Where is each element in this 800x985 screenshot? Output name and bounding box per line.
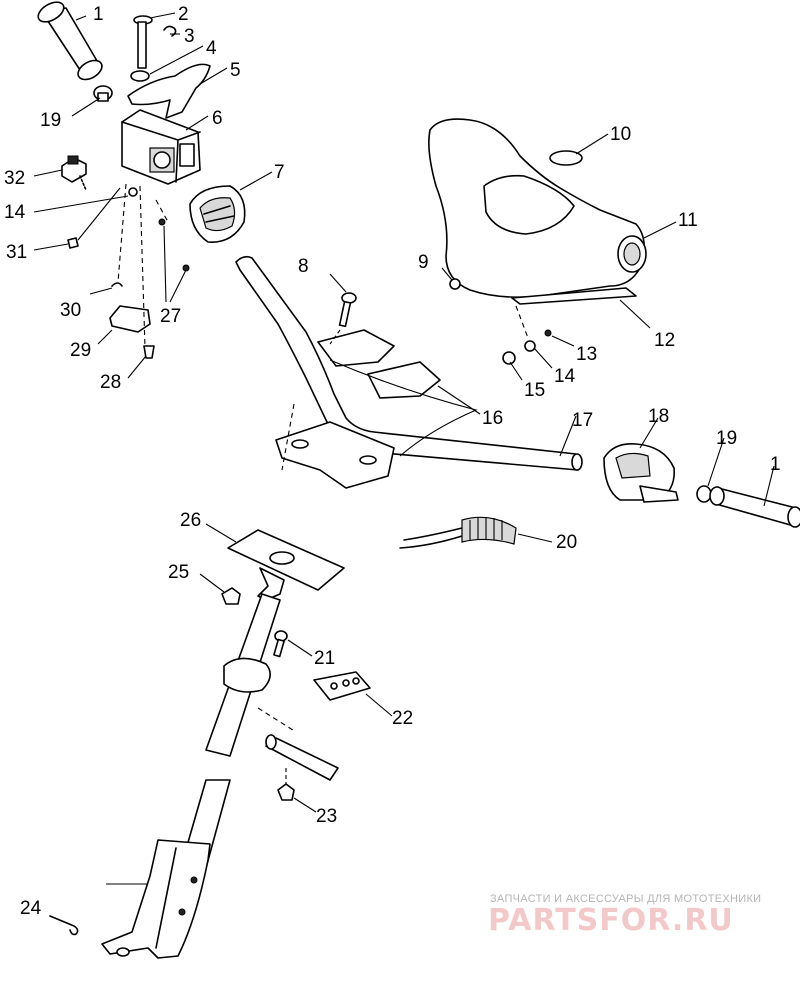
heater-element	[399, 516, 517, 549]
callout-19-right: 19	[716, 428, 737, 449]
end-cap-left	[93, 85, 113, 102]
callout-27: 27	[160, 306, 181, 327]
pivot-pin	[133, 15, 153, 69]
clip	[163, 25, 177, 37]
callout-14-left: 14	[4, 202, 26, 223]
callout-22: 22	[392, 708, 413, 729]
callout-19-left: 19	[40, 110, 61, 131]
callout-32: 32	[4, 168, 25, 189]
column-bolt	[273, 630, 288, 658]
callout-29: 29	[70, 340, 91, 361]
washer	[130, 70, 150, 82]
callout-17: 17	[572, 410, 593, 431]
callout-2: 2	[178, 4, 189, 25]
callout-31: 31	[6, 242, 27, 263]
callout-16: 16	[482, 408, 503, 429]
steering-post	[101, 529, 345, 959]
handlebar-pad	[428, 118, 647, 298]
cotter-pin	[49, 915, 79, 936]
clamp-bolt	[329, 292, 357, 345]
grip-right	[709, 486, 800, 528]
assembly-lines-left	[77, 183, 169, 349]
watermark-brand: PARTSFOR.RU	[488, 903, 734, 938]
callout-1-right: 1	[770, 454, 781, 475]
callout-30: 30	[60, 300, 81, 321]
throttle-lever	[127, 63, 211, 119]
callout-7: 7	[274, 162, 285, 183]
callout-15: 15	[524, 380, 545, 401]
callout-28: 28	[100, 372, 121, 393]
housing-cover	[189, 185, 246, 243]
callout-23: 23	[316, 806, 337, 827]
callout-13: 13	[576, 344, 597, 365]
right-switch	[603, 442, 679, 503]
callout-8: 8	[298, 256, 309, 277]
grip-left	[37, 1, 103, 81]
callout-18: 18	[648, 406, 669, 427]
bar-clamp-upper	[317, 329, 478, 457]
watermark: ЗАПЧАСТИ И АКСЕССУАРЫ ДЛЯ МОТОТЕХНИКИ PA…	[488, 893, 761, 938]
callout-1-left: 1	[93, 4, 104, 25]
callout-11: 11	[678, 210, 698, 231]
callout-10: 10	[610, 124, 631, 145]
end-cap-right	[696, 485, 712, 503]
throttle-housing	[121, 109, 201, 185]
callout-labels: 1 2 3 4 5 19 6 7 32 14 31 30 27 29 28 8 …	[4, 4, 781, 919]
column-bushing	[257, 707, 339, 801]
small-hardware	[67, 187, 190, 359]
callout-14-right: 14	[554, 366, 576, 387]
leader-lines	[33, 12, 775, 813]
callout-12: 12	[654, 330, 675, 351]
callout-25: 25	[168, 562, 189, 583]
callout-21: 21	[314, 648, 335, 669]
callout-4: 4	[206, 38, 217, 59]
bar-clamp-lower	[275, 403, 395, 489]
callout-5: 5	[230, 60, 241, 81]
callout-9: 9	[418, 252, 429, 273]
post-nut	[221, 587, 241, 605]
handlebar	[235, 255, 583, 471]
kill-switch	[61, 155, 87, 191]
pad-strap	[511, 287, 637, 305]
column-plate	[313, 671, 371, 701]
callout-20: 20	[556, 532, 577, 553]
callout-24: 24	[20, 898, 42, 919]
watermark-tagline: ЗАПЧАСТИ И АКСЕССУАРЫ ДЛЯ МОТОТЕХНИКИ	[490, 893, 761, 905]
callout-6: 6	[212, 108, 223, 129]
callout-3: 3	[184, 26, 195, 47]
callout-26: 26	[180, 510, 201, 531]
pad-hardware	[449, 278, 552, 365]
